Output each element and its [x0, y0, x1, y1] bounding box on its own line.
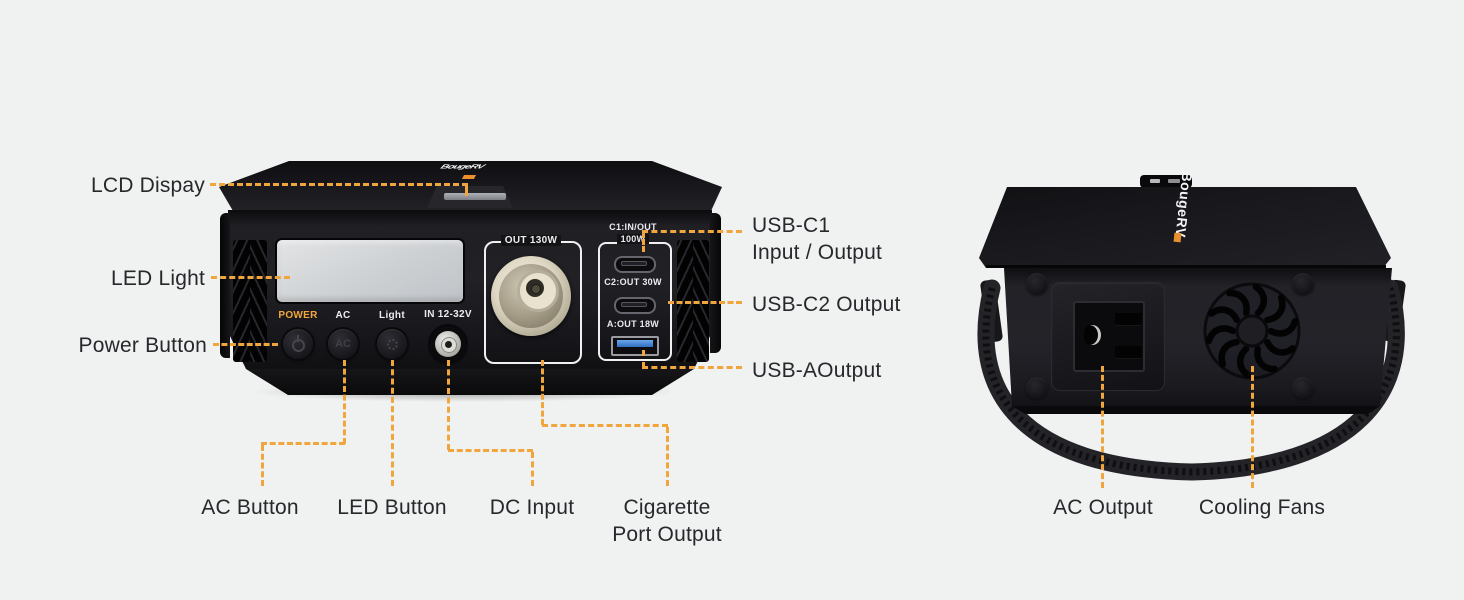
brand-logo-accent — [461, 175, 477, 179]
line-ac-v1 — [343, 360, 346, 444]
label-usb-c1: USB-C1 Input / Output — [752, 212, 882, 266]
label-power-button: Power Button — [78, 334, 207, 357]
usb-a-port-label: A:OUT 18W — [606, 319, 660, 329]
fan-hub — [1235, 314, 1269, 348]
rear-port-mark-2 — [1168, 179, 1180, 183]
ac-label: AC — [335, 310, 351, 321]
label-lcd-display: LCD Dispay — [90, 174, 205, 197]
line-dc-v1 — [447, 360, 450, 450]
light-icon — [387, 339, 398, 350]
label-cigarette-line1: Cigarette — [623, 496, 711, 519]
usb-a-port-tongue — [617, 340, 653, 347]
usb-c1-port-label-text1: C1:IN/OUT — [609, 222, 657, 232]
line-ac-h — [261, 442, 345, 445]
rear-edge-ports — [1140, 175, 1192, 188]
line-cig-v1 — [541, 360, 544, 425]
side-device-edge-line — [986, 265, 1386, 268]
ac-outlet-panel — [1052, 283, 1164, 390]
left-vent-grille — [233, 240, 267, 362]
line-c1-h — [642, 230, 742, 233]
label-usb-c1-line1: USB-C1 — [752, 214, 831, 237]
label-usb-a: USB-AOutput — [752, 359, 882, 382]
usb-c2-port — [614, 297, 656, 314]
screw-top-right — [1292, 273, 1314, 295]
label-cigarette-line2: Port Output — [612, 523, 722, 546]
line-cig-h — [542, 424, 668, 427]
line-c1-v — [642, 232, 645, 252]
usb-c1-port-label-line1: C1:IN/OUT — [588, 222, 678, 232]
ac-button: AC — [328, 329, 358, 359]
cigarette-port-label: OUT 130W — [484, 235, 578, 246]
light-label: Light — [379, 310, 405, 321]
cigarette-port — [491, 256, 571, 336]
cigarette-port-label-text: OUT 130W — [500, 235, 562, 246]
usb-c1-port-label-line2: 100W — [598, 234, 668, 244]
label-usb-c2: USB-C2 Output — [752, 293, 901, 316]
line-dc-h — [448, 449, 533, 452]
brand-logo-text: BougeRV — [437, 163, 487, 171]
brand-logo-top: BougeRV — [437, 161, 505, 185]
power-icon-bar — [297, 335, 299, 342]
screw-bottom-right — [1292, 377, 1314, 399]
ac-button-glyph: AC — [335, 338, 351, 350]
cooling-fan — [1203, 282, 1301, 380]
line-lcd-elbow — [465, 184, 468, 196]
power-button — [283, 329, 313, 359]
ac-outlet-ground-hole — [1084, 325, 1101, 345]
dc-input-jack — [430, 326, 466, 362]
line-ac-v2 — [261, 445, 264, 486]
line-ac-output — [1101, 366, 1104, 488]
label-cooling-fans: Cooling Fans — [1198, 496, 1326, 519]
line-c2-h — [668, 301, 742, 304]
label-cigarette: Cigarette Port Output — [557, 494, 777, 548]
ac-outlet-slot-bottom — [1115, 346, 1142, 359]
label-ac-button: AC Button — [201, 496, 299, 519]
ac-outlet-slot-top — [1115, 313, 1142, 326]
usb-c2-port-label: C2:OUT 30W — [604, 277, 662, 287]
strap-anchor-left — [979, 279, 1004, 343]
line-lcd — [210, 183, 468, 186]
line-dc-v2 — [531, 452, 534, 486]
dc-in-label: IN 12-32V — [424, 309, 472, 320]
power-label: POWER — [278, 310, 318, 321]
rear-port-mark-1 — [1150, 179, 1160, 183]
usb-a-port — [611, 336, 659, 356]
side-device-bottom-strip — [1012, 406, 1380, 414]
label-led-light: LED Light — [110, 267, 205, 290]
line-cig-v2 — [666, 427, 669, 486]
lcd-top-strip — [444, 193, 506, 200]
usb-c1-port-label-text2: 100W — [616, 234, 650, 244]
label-ac-output: AC Output — [1053, 496, 1153, 519]
brand-logo-side-accent — [1173, 232, 1182, 243]
light-button — [377, 329, 407, 359]
screw-bottom-left — [1026, 377, 1048, 399]
ac-outlet — [1073, 301, 1145, 372]
line-led-btn — [391, 360, 394, 486]
label-led-button: LED Button — [337, 496, 447, 519]
line-cooling-fans — [1251, 366, 1254, 488]
label-usb-c1-line2: Input / Output — [752, 241, 883, 264]
line-power — [213, 343, 278, 346]
line-usba-h — [642, 366, 742, 369]
line-led-light — [211, 276, 290, 279]
dc-jack-hole — [445, 341, 452, 348]
lcd-display-panel — [277, 240, 463, 302]
label-dc-input: DC Input — [489, 496, 575, 519]
screw-top-left — [1026, 273, 1048, 295]
cigarette-port-pin — [531, 284, 541, 294]
usb-c1-port — [614, 256, 656, 273]
front-device-bottom-bevel — [246, 369, 694, 395]
brand-logo-side: BougeRV — [1133, 171, 1223, 258]
line-usba-v — [642, 350, 645, 368]
fan-blades — [1205, 283, 1299, 379]
front-device-right-bevel — [710, 213, 721, 353]
side-device-top-face — [979, 187, 1391, 268]
front-device-left-bevel — [220, 213, 230, 358]
